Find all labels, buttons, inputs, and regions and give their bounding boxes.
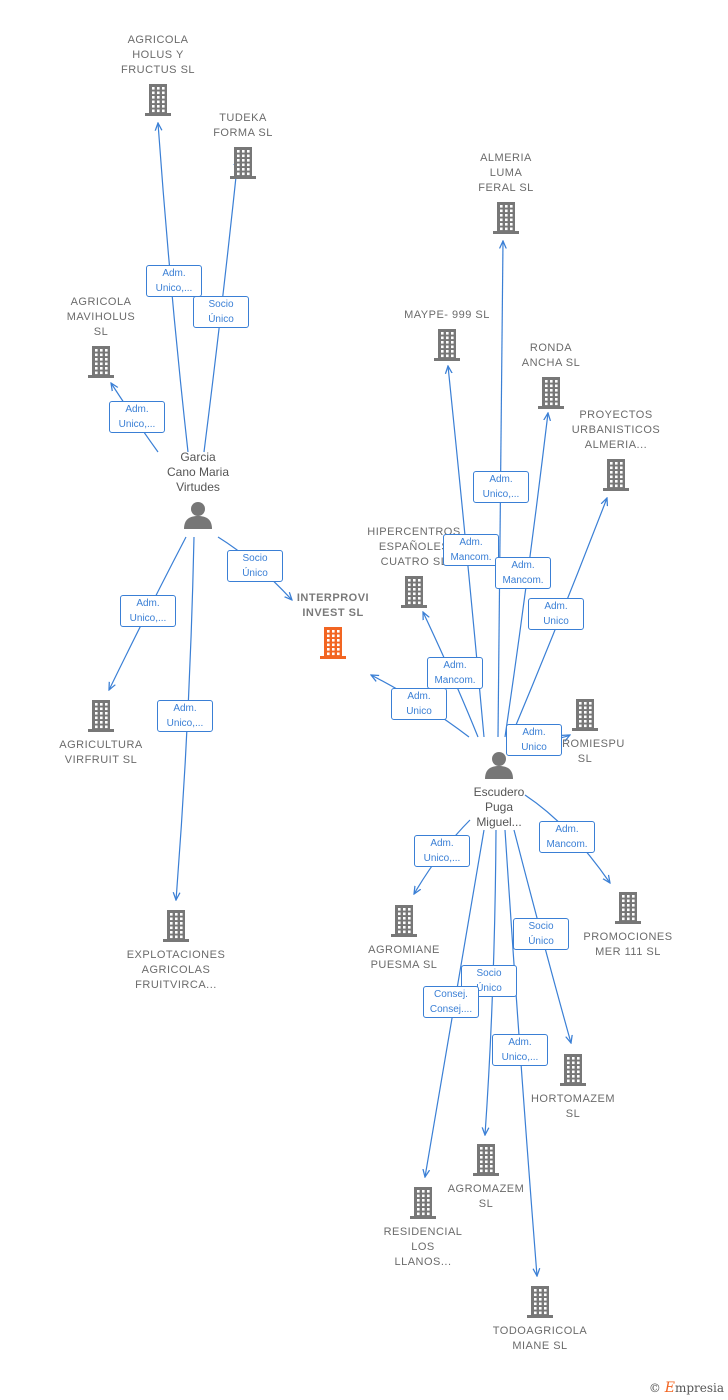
edge-label-escudero-to-puesma[interactable]: Adm. Unico,...: [414, 835, 470, 867]
node-label: ALMERIA LUMA FERAL SL: [478, 152, 534, 194]
building-icon: [163, 910, 189, 942]
edge-label-garcia-to-virfruit[interactable]: Adm. Unico,...: [120, 595, 176, 627]
building-icon: [493, 202, 519, 234]
edge-label-garcia-to-fruitvirca[interactable]: Adm. Unico,...: [157, 700, 213, 732]
node-label: AGROMIANE PUESMA SL: [368, 944, 440, 971]
brand-initial: E: [664, 1380, 675, 1396]
company-node-almeria_luma[interactable]: ALMERIA LUMA FERAL SL: [441, 151, 571, 236]
company-node-fruitvirca[interactable]: EXPLOTACIONES AGRICOLAS FRUITVIRCA...: [111, 908, 241, 993]
node-label: AGRICOLA MAVIHOLUS SL: [66, 296, 136, 338]
building-icon: [615, 892, 641, 924]
building-icon: [527, 1286, 553, 1318]
edge-label-garcia-to-interprovi[interactable]: Socio Único: [227, 550, 283, 582]
brand-logo: © Empresia: [649, 1380, 724, 1396]
edge-label-garcia-to-maviholus[interactable]: Adm. Unico,...: [109, 401, 165, 433]
node-label: RESIDENCIAL LOS LLANOS...: [383, 1226, 463, 1268]
company-node-holus[interactable]: AGRICOLA HOLUS Y FRUCTUS SL: [93, 33, 223, 118]
person-node-garcia[interactable]: Garcia Cano Maria Virtudes: [133, 450, 263, 531]
edge-label-escudero-to-hipercentros[interactable]: Adm. Mancom.: [427, 657, 483, 689]
node-label: RONDA ANCHA SL: [521, 342, 581, 369]
person-node-escudero[interactable]: Escudero Puga Miguel...: [434, 749, 564, 830]
company-node-hortomazem[interactable]: HORTOMAZEM SL: [508, 1052, 638, 1122]
edge-label-escudero-to-ronda[interactable]: Adm. Mancom.: [495, 557, 551, 589]
edge-label-escudero-to-todoagricola[interactable]: Adm. Unico,...: [492, 1034, 548, 1066]
company-node-tudeka[interactable]: TUDEKA FORMA SL: [178, 111, 308, 181]
edge-label-escudero-to-residencial[interactable]: Consej. Consej....: [423, 986, 479, 1018]
company-node-proyectos[interactable]: PROYECTOS URBANISTICOS ALMERIA...: [551, 408, 681, 493]
edge-label-garcia-to-tudeka[interactable]: Socio Único: [193, 296, 249, 328]
node-label: Garcia Cano Maria Virtudes: [166, 450, 230, 494]
building-icon: [88, 700, 114, 732]
node-label: Escudero Puga Miguel...: [473, 785, 525, 829]
edge-label-escudero-to-interprovi[interactable]: Adm. Unico: [391, 688, 447, 720]
brand-name: mpresia: [674, 1381, 724, 1395]
company-node-agromiespu[interactable]: AGROMIESPU SL: [520, 697, 650, 767]
node-label: TODOAGRICOLA MIANE SL: [492, 1325, 588, 1352]
person-icon: [184, 502, 212, 529]
company-node-promociones[interactable]: PROMOCIONES MER 111 SL: [563, 890, 693, 960]
node-label: TUDEKA FORMA SL: [213, 112, 273, 139]
edge-label-escudero-to-maype[interactable]: Adm. Mancom.: [443, 534, 499, 566]
building-icon: [401, 576, 427, 608]
edge-label-escudero-to-proyectos[interactable]: Adm. Unico: [528, 598, 584, 630]
copyright-symbol: ©: [648, 1381, 661, 1395]
edge-label-escudero-to-hortomazem[interactable]: Socio Único: [513, 918, 569, 950]
node-label: INTERPROVI INVEST SL: [296, 592, 370, 619]
company-node-residencial[interactable]: RESIDENCIAL LOS LLANOS...: [358, 1185, 488, 1270]
node-label: PROMOCIONES MER 111 SL: [583, 931, 673, 958]
building-icon: [88, 346, 114, 378]
building-icon: [230, 147, 256, 179]
company-node-virfruit[interactable]: AGRICULTURA VIRFRUIT SL: [36, 698, 166, 768]
building-icon: [473, 1144, 499, 1176]
building-icon: [145, 84, 171, 116]
building-icon: [538, 377, 564, 409]
edge-label-garcia-to-holus[interactable]: Adm. Unico,...: [146, 265, 202, 297]
company-node-puesma[interactable]: AGROMIANE PUESMA SL: [339, 903, 469, 973]
edge-label-escudero-to-almeria_luma[interactable]: Adm. Unico,...: [473, 471, 529, 503]
company-node-interprovi[interactable]: INTERPROVI INVEST SL: [268, 591, 398, 661]
node-label: AGROMAZEM SL: [447, 1183, 525, 1210]
building-icon: [603, 459, 629, 491]
company-node-maype[interactable]: MAYPE- 999 SL: [382, 308, 512, 363]
node-label: PROYECTOS URBANISTICOS ALMERIA...: [571, 409, 661, 451]
company-node-maviholus[interactable]: AGRICOLA MAVIHOLUS SL: [36, 295, 166, 380]
building-icon: [572, 699, 598, 731]
person-icon: [485, 752, 513, 779]
building-icon: [320, 627, 346, 659]
building-icon: [560, 1054, 586, 1086]
node-label: MAYPE- 999 SL: [404, 309, 490, 321]
node-label: HORTOMAZEM SL: [530, 1093, 616, 1120]
node-label: AGROMIESPU SL: [545, 738, 625, 765]
edge-label-escudero-to-agromiespu[interactable]: Adm. Unico: [506, 724, 562, 756]
building-icon: [391, 905, 417, 937]
node-label: AGRICOLA HOLUS Y FRUCTUS SL: [120, 34, 196, 76]
company-node-todoagricola[interactable]: TODOAGRICOLA MIANE SL: [475, 1284, 605, 1354]
company-node-agromazem[interactable]: AGROMAZEM SL: [421, 1142, 551, 1212]
building-icon: [434, 329, 460, 361]
node-label: AGRICULTURA VIRFRUIT SL: [59, 739, 143, 766]
node-label: EXPLOTACIONES AGRICOLAS FRUITVIRCA...: [126, 949, 226, 991]
edge-label-escudero-to-promociones[interactable]: Adm. Mancom.: [539, 821, 595, 853]
company-node-ronda[interactable]: RONDA ANCHA SL: [486, 341, 616, 411]
building-icon: [410, 1187, 436, 1219]
